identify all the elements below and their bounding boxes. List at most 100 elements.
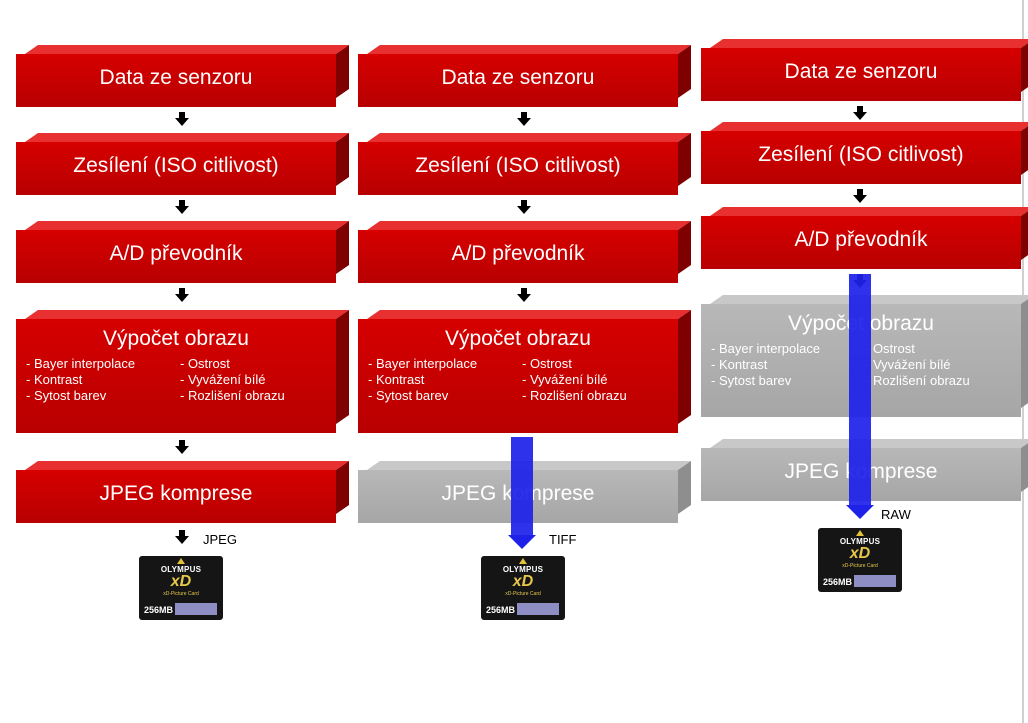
card-label-stripe [517, 603, 559, 615]
stage-adc-label: A/D převodník [451, 242, 585, 265]
stage-sensor-box-2: Data ze senzoru [358, 45, 691, 107]
stage-jpeg-label: JPEG komprese [99, 482, 253, 505]
stage-iso-box-2-top-face [367, 133, 691, 142]
stage-calc-box-1: Výpočet obrazu - Bayer interpolace - Ostro… [16, 310, 349, 433]
down-arrow-icon [175, 288, 189, 302]
card-brand: OLYMPUS [839, 537, 881, 546]
stage-jpeg-box-3-side-face [1021, 439, 1028, 492]
down-arrow-icon [517, 112, 531, 126]
stage-sensor-box-3-top-face [710, 39, 1028, 48]
feature-item: - Vyvážení bílé [865, 357, 951, 372]
feature-item: - Vyvážení bílé [522, 372, 608, 387]
stage-sensor-box-1: Data ze senzoru [16, 45, 349, 107]
down-arrow-icon [175, 112, 189, 126]
stage-jpeg-box-1-top-face [25, 461, 349, 470]
feature-item: - Kontrast [26, 372, 83, 387]
down-arrow-icon-head [517, 294, 531, 302]
stage-adc-box-2-front-face: A/D převodník [358, 230, 678, 283]
down-arrow-icon-stem [179, 200, 185, 206]
stage-adc-box-3-top-face [710, 207, 1028, 216]
down-arrow-icon-head [853, 195, 867, 203]
down-arrow-icon-head [517, 118, 531, 126]
card-label-stripe [854, 575, 896, 587]
stage-sensor-label: Data ze senzoru [99, 66, 253, 89]
down-arrow-icon-head [175, 536, 189, 544]
stage-sensor-box-2-front-face: Data ze senzoru [358, 54, 678, 107]
stage-iso-box-2: Zesílení (ISO citlivost) [358, 133, 691, 195]
card-subtitle: xD-Picture Card [163, 591, 199, 597]
stage-calc-box-1-side-face [336, 310, 349, 424]
stage-sensor-box-1-side-face [336, 45, 349, 98]
stage-sensor-label: Data ze senzoru [784, 60, 938, 83]
down-arrow-icon-stem [857, 106, 863, 112]
stage-calc-box-2-top-face [367, 310, 691, 319]
bypass-arrow-shaft [511, 437, 533, 535]
down-arrow-icon [517, 200, 531, 214]
card-triangle-icon [856, 530, 864, 536]
card-brand: OLYMPUS [160, 565, 202, 574]
stage-iso-box-2-front-face: Zesílení (ISO citlivost) [358, 142, 678, 195]
stage-iso-box-3-side-face [1021, 122, 1028, 175]
stage-sensor-box-3-front-face: Data ze senzoru [701, 48, 1021, 101]
bypass-arrow-icon [508, 437, 536, 549]
card-capacity: 256MB [823, 577, 853, 587]
down-arrow-icon-head [175, 206, 189, 214]
down-arrow-icon-head [175, 118, 189, 126]
stage-jpeg-box-2-side-face [678, 461, 691, 514]
feature-item: - Kontrast [368, 372, 425, 387]
stage-iso-label: Zesílení (ISO citlivost) [73, 154, 279, 177]
card-label-stripe [175, 603, 217, 615]
down-arrow-icon-head [175, 294, 189, 302]
down-arrow-icon [853, 189, 867, 203]
down-arrow-icon [517, 288, 531, 302]
stage-iso-label: Zesílení (ISO citlivost) [415, 154, 621, 177]
feature-item: - Ostrost [865, 341, 915, 356]
stage-adc-label: A/D převodník [109, 242, 243, 265]
bypass-arrow-head [846, 505, 874, 519]
stage-iso-box-3: Zesílení (ISO citlivost) [701, 122, 1028, 184]
down-arrow-icon-head [517, 206, 531, 214]
feature-item: - Rozlišení obrazu [180, 388, 285, 403]
stage-iso-box-1: Zesílení (ISO citlivost) [16, 133, 349, 195]
stage-iso-box-3-top-face [710, 122, 1028, 131]
output-format-label: RAW [881, 507, 911, 522]
stage-iso-box-1-front-face: Zesílení (ISO citlivost) [16, 142, 336, 195]
stage-calc-feature-list: - Bayer interpolace- Ostrost- Kontrast- … [26, 356, 336, 403]
feature-item: - Kontrast [711, 357, 768, 372]
output-format-label: TIFF [549, 532, 577, 547]
card-logo: xD [849, 545, 871, 562]
feature-item: - Sytost barev [26, 388, 107, 403]
down-arrow-icon-stem [521, 200, 527, 206]
stage-calc-box-1-front-face: Výpočet obrazu - Bayer interpolace - Ostro… [16, 319, 336, 433]
feature-item: - Sytost barev [711, 373, 792, 388]
stage-calc-title: Výpočet obrazu [103, 327, 249, 350]
output-format-label: JPEG [203, 532, 237, 547]
stage-adc-box-3: A/D převodník [701, 207, 1028, 269]
stage-sensor-box-3-side-face [1021, 39, 1028, 92]
stage-adc-box-1-top-face [25, 221, 349, 230]
stage-adc-box-3-front-face: A/D převodník [701, 216, 1021, 269]
stage-sensor-box-3: Data ze senzoru [701, 39, 1028, 101]
stage-iso-box-3-front-face: Zesílení (ISO citlivost) [701, 131, 1021, 184]
down-arrow-icon-stem [179, 288, 185, 294]
feature-item: - Ostrost [180, 356, 230, 371]
card-capacity: 256MB [144, 605, 174, 615]
feature-item: - Ostrost [522, 356, 572, 371]
down-arrow-icon-head [853, 112, 867, 120]
stage-calc-box-3-side-face [1021, 295, 1028, 408]
down-arrow-icon-stem [179, 112, 185, 118]
stage-sensor-box-2-top-face [367, 45, 691, 54]
feature-item: - Bayer interpolace [711, 341, 821, 356]
stage-sensor-label: Data ze senzoru [441, 66, 595, 89]
stage-jpeg-box-1-side-face [336, 461, 349, 514]
feature-item: - Bayer interpolace [26, 356, 136, 371]
card-logo: xD [170, 573, 192, 590]
stage-adc-box-2: A/D převodník [358, 221, 691, 283]
card-triangle-icon [519, 558, 527, 564]
stage-jpeg-box-1: JPEG komprese [16, 461, 349, 523]
stage-adc-box-1-side-face [336, 221, 349, 274]
stage-jpeg-box-1-front-face: JPEG komprese [16, 470, 336, 523]
